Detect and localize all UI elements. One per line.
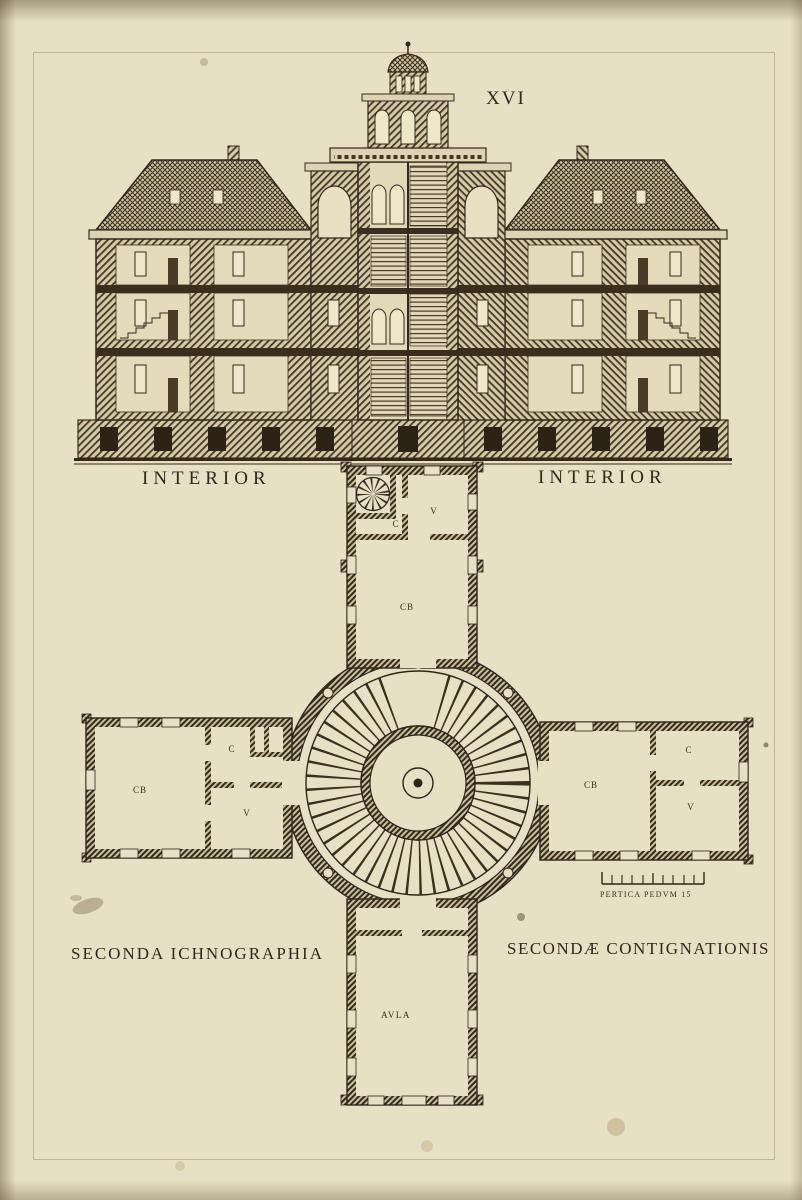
- tower-section: [329, 41, 487, 459]
- room-label-top-c: C: [392, 519, 400, 529]
- floor-plan: [81, 461, 754, 1106]
- room-label-right-c: C: [685, 745, 693, 755]
- interior-label-left: INTERIOR: [142, 468, 271, 489]
- interior-label-right: INTERIOR: [538, 467, 667, 488]
- rotunda-stair: [305, 668, 531, 896]
- scale-bar: [601, 872, 705, 885]
- room-label-right-cb: CB: [583, 780, 599, 790]
- plan-caption-right: SECONDÆ CONTIGNATIONIS: [507, 939, 770, 958]
- rotunda-door-gaps: [282, 648, 556, 918]
- basement-openings: [100, 427, 718, 451]
- plate-number: XVI: [486, 88, 526, 109]
- room-label-right-v: V: [687, 802, 695, 812]
- spiral-stair-plan: [355, 476, 391, 512]
- left-connecting-bay: [304, 162, 363, 421]
- elevation-section: [74, 41, 732, 465]
- plan-caption-left: SECONDA ICHNOGRAPHIA: [71, 944, 324, 963]
- room-label-top-v: V: [430, 506, 438, 516]
- ground-line: [74, 458, 732, 461]
- room-label-top-cb: CB: [399, 602, 415, 612]
- room-label-left-cb: CB: [132, 785, 148, 795]
- right-wing-plan: [539, 717, 754, 865]
- room-label-left-v: V: [243, 808, 251, 818]
- top-wing-plan: [340, 461, 484, 669]
- left-wing-plan: [81, 713, 293, 863]
- room-label-left-c: C: [228, 744, 236, 754]
- room-label-hall: AVLA: [381, 1010, 411, 1020]
- paper-stains: [70, 58, 769, 1171]
- right-wing-section: [497, 145, 728, 421]
- scale-bar-label: PERTICA PEDVM 15: [600, 890, 692, 899]
- bottom-wing-plan: [340, 898, 484, 1106]
- left-wing-section: [88, 145, 319, 421]
- right-connecting-bay: [453, 162, 512, 421]
